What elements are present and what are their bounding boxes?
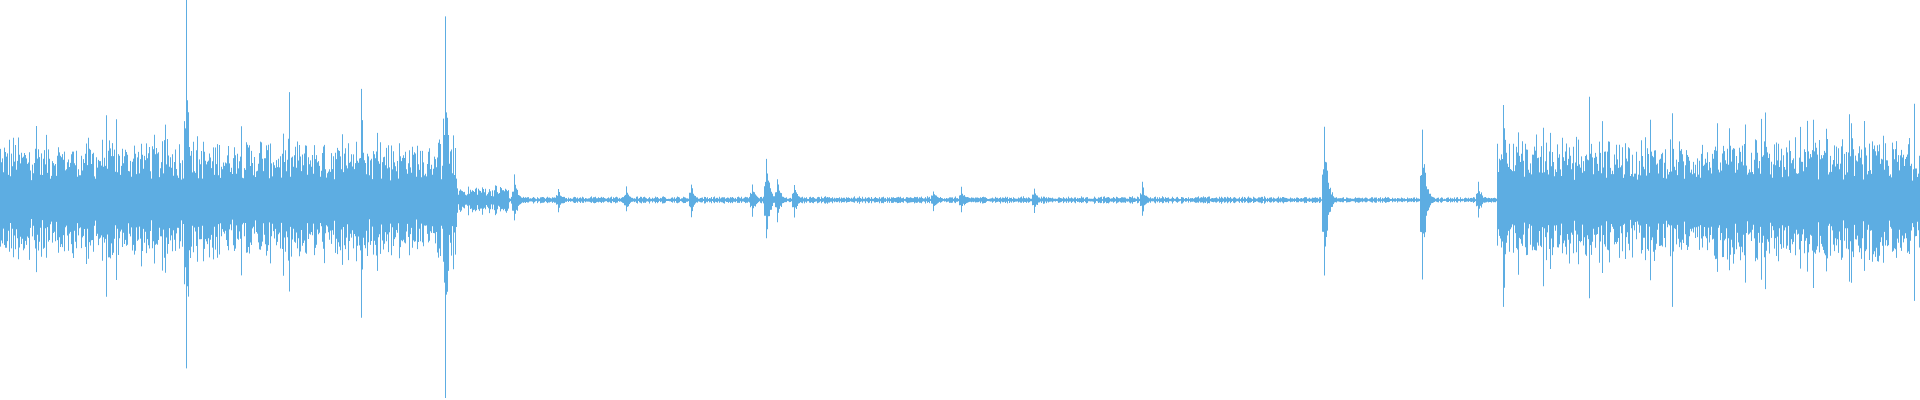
audio-waveform[interactable] [0,0,1920,400]
waveform-bars [0,0,1920,398]
waveform-path [0,0,1920,398]
waveform-graphic [0,0,1920,398]
